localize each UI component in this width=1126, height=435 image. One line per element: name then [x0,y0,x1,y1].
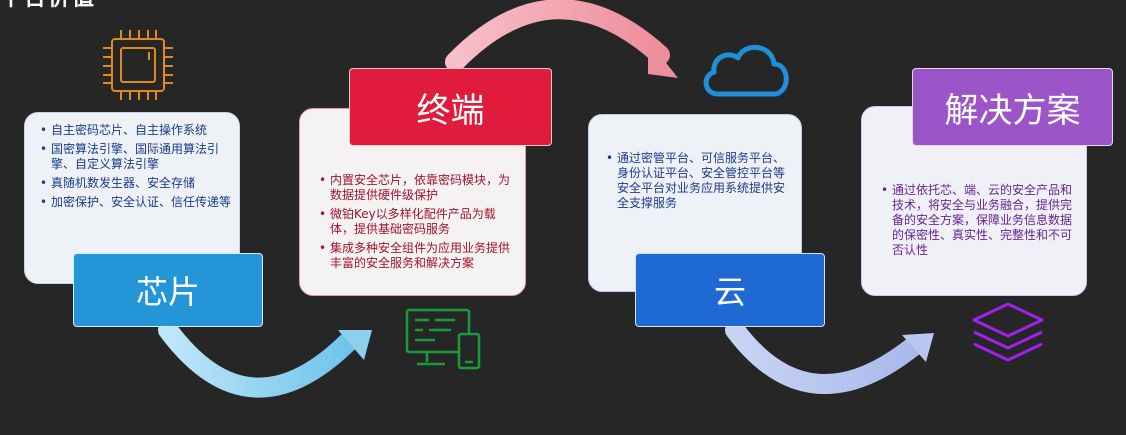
arrow-chip-to-terminal [158,320,372,398]
arrow-terminal-to-cloud [445,0,678,78]
list-item: 内置安全芯片，依靠密码模块，为数据提供硬件级保护 [319,173,515,203]
list-item: 自主密码芯片、自主操作系统 [40,123,231,138]
list-item: 通过依托芯、端、云的安全产品和技术，将安全与业务融合，提供完备的安全方案，保障业… [881,183,1078,258]
cloud-title-label: 云 [713,273,746,311]
list-item: 真随机数发生器、安全存储 [40,176,231,191]
layers-icon [972,302,1044,362]
terminal-title: 终端 [349,68,552,146]
terminal-title-label: 终端 [416,90,485,131]
solution-title-label: 解决方案 [944,90,1081,131]
list-item: 集成多种安全组件为应用业务提供丰富的安全服务和解决方案 [319,241,515,271]
list-item: 加密保护、安全认证、信任传递等 [40,195,231,210]
solution-title: 解决方案 [912,68,1113,146]
terminal-feature-list: 内置安全芯片，依靠密码模块，为数据提供硬件级保护 微铂Key以多样化配件产品为载… [316,173,515,271]
list-item: 微铂Key以多样化配件产品为载体，提供基础密码服务 [319,207,515,237]
solution-feature-list: 通过依托芯、端、云的安全产品和技术，将安全与业务融合，提供完备的安全方案，保障业… [878,183,1078,258]
arrow-cloud-to-solution [725,320,934,394]
cloud-title: 云 [635,253,825,327]
chip-title: 芯片 [73,253,263,327]
list-item: 通过密管平台、可信服务平台、身份认证平台、安全管控平台等安全平台对业务应用系统提… [606,151,793,211]
chip-icon [103,30,173,100]
cloud-icon [703,44,789,97]
list-item: 国密算法引擎、国际通用算法引擎、自定义算法引擎 [40,142,231,172]
chip-feature-list: 自主密码芯片、自主操作系统 国密算法引擎、国际通用算法引擎、自定义算法引擎 真随… [37,123,231,210]
computer-icon [405,308,481,370]
page-title: 平台价值 [0,0,96,12]
cloud-feature-list: 通过密管平台、可信服务平台、身份认证平台、安全管控平台等安全平台对业务应用系统提… [603,151,793,211]
chip-title-label: 芯片 [135,273,200,311]
